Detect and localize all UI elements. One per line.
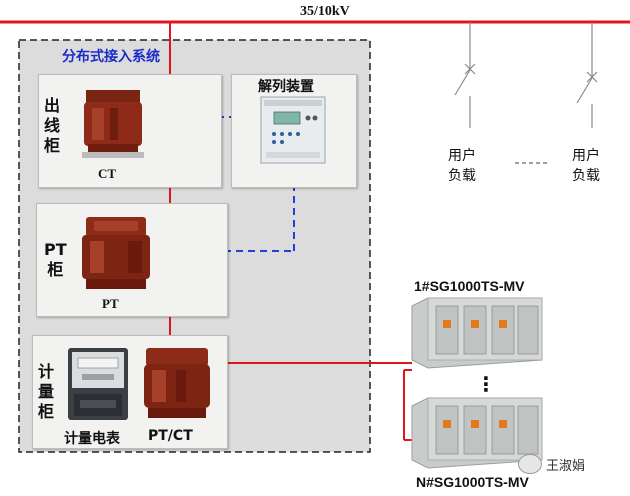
bus-voltage-label: 35/10kV: [300, 4, 350, 19]
user-load-feeder-left: [454, 22, 476, 128]
ct-transformer-image: [82, 90, 144, 158]
pt-transformer-image: [82, 217, 150, 289]
outgoing-cabinet-label: 出 线 柜: [44, 96, 61, 155]
protection-relay-image: [260, 96, 326, 164]
user-load-left-label: 用户 负载: [448, 148, 476, 184]
metering-cabinet-label: 计 量 柜: [38, 362, 55, 421]
inverter-container-bottom: [411, 397, 543, 469]
meter-label: 计量电表: [64, 431, 120, 447]
energy-meter-image: [68, 348, 128, 420]
inverter-container-top: [411, 297, 543, 369]
region-title: 分布式接入系统: [62, 49, 160, 65]
ct-device-label: CT: [98, 166, 117, 181]
inverter-connection: [212, 362, 412, 441]
user-load-right-label: 用户 负载: [572, 148, 600, 184]
ptct-transformer-image: [144, 348, 210, 418]
protection-device-label: 解列装置: [258, 79, 314, 95]
unit-ellipsis: ⋮: [476, 372, 496, 396]
ptct-device-label: PT/CT: [148, 428, 193, 444]
unit-bottom-label: N#SG1000TS-MV: [416, 474, 529, 490]
unit-top-label: 1#SG1000TS-MV: [414, 278, 525, 294]
pt-device-label: PT: [102, 296, 119, 311]
wechat-icon: [518, 454, 542, 474]
watermark-text: 王淑娟: [546, 459, 586, 474]
pt-cabinet-label: PT 柜: [44, 240, 67, 279]
user-load-feeder-right: [576, 22, 598, 128]
